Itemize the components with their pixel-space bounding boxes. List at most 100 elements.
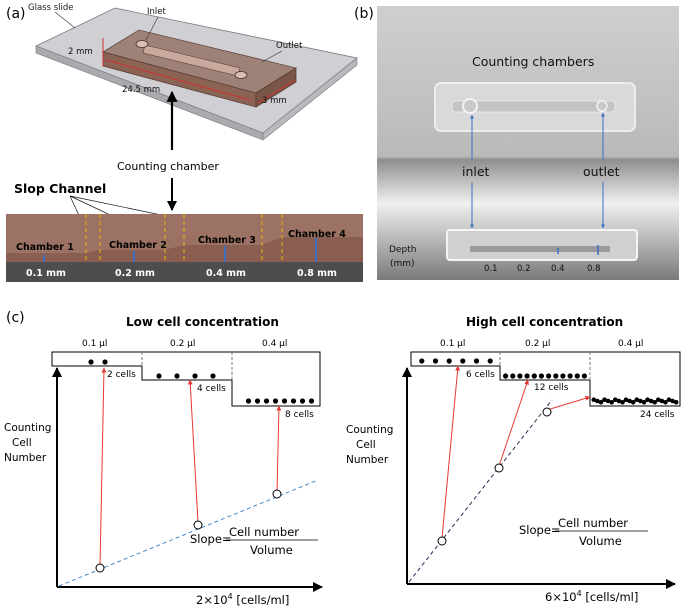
depth-4-label: 0.8 mm	[297, 268, 337, 279]
high-cell-dot	[432, 358, 439, 364]
high-volume-1: 0.1 µl	[440, 339, 465, 349]
high-cell-dot	[567, 373, 573, 379]
low-red-arrow-2	[187, 379, 199, 523]
high-cell-dot	[538, 373, 545, 379]
low-cell-dot	[210, 373, 216, 379]
low-cell-dot	[245, 398, 252, 404]
high-cell-dot	[613, 397, 618, 403]
low-count-3: 8 cells	[285, 410, 314, 420]
high-cell-dot	[605, 398, 611, 404]
high-cell-dot	[663, 400, 668, 405]
inlet-port	[135, 40, 149, 48]
outlet-label: Outlet	[276, 41, 303, 51]
panel-a: (a) Glass slide 2 mm 24.5 mm 3 mm Inlet …	[6, 3, 363, 282]
low-xlabel-base: 2×10	[196, 593, 228, 607]
high-cell-dot	[645, 397, 650, 403]
depth-label-2: (mm)	[390, 259, 415, 269]
low-slope-prefix: Slope=	[190, 532, 232, 546]
high-xlabel-exp: 4	[577, 589, 582, 598]
high-cell-dots	[419, 358, 679, 405]
high-cell-dot	[581, 373, 588, 379]
low-ylabel-1: Counting	[4, 422, 51, 434]
outlet-port	[234, 71, 248, 79]
depth-3-label: 0.4 mm	[206, 268, 246, 279]
counting-chambers-title: Counting chambers	[472, 54, 594, 69]
high-volume-2: 0.2 µl	[525, 339, 550, 349]
low-cell-dot	[263, 398, 270, 404]
chip-inlet-hole	[462, 98, 478, 114]
substrate	[6, 262, 363, 282]
inlet-label: Inlet	[147, 7, 166, 17]
high-cell-dot	[510, 373, 516, 379]
high-cell-dot	[656, 397, 661, 403]
outlet-leader	[261, 50, 283, 63]
high-point-1	[437, 536, 447, 546]
low-red-arrow-1	[99, 367, 107, 567]
high-count-3: 24 cells	[640, 410, 675, 420]
low-cell-dot	[156, 373, 162, 379]
high-red-arrow-2	[498, 379, 529, 467]
low-xlabel-exp: 4	[228, 592, 233, 601]
high-cell-dot	[652, 400, 657, 405]
high-red-arrow-1	[441, 365, 461, 539]
high-cell-dot	[595, 398, 600, 404]
high-cell-dot	[630, 400, 636, 405]
high-ylabel-2: Cell	[356, 439, 376, 451]
chamber-3-label: Chamber 3	[198, 235, 256, 246]
glass-slide-side	[262, 57, 358, 141]
high-ylabel-1: Counting	[346, 424, 393, 436]
high-cell-dot	[546, 373, 552, 379]
high-xlabel: 6×104 [cells/ml]	[545, 589, 638, 604]
high-count-2: 12 cells	[534, 383, 569, 393]
low-cell-dot	[272, 398, 279, 404]
high-cell-dot	[460, 358, 466, 364]
high-xlabel-base: 6×10	[545, 590, 577, 604]
high-cell-dot	[560, 373, 566, 379]
high-cell-dot	[473, 358, 480, 364]
chip-top-channel	[451, 100, 616, 113]
low-cell-dot	[88, 359, 94, 365]
panel-c-label: (c)	[6, 310, 25, 326]
high-cell-dot	[673, 400, 679, 405]
high-cell-dot	[638, 398, 643, 404]
photo-inlet-label: inlet	[462, 164, 490, 179]
high-cell-dot	[648, 398, 654, 404]
high-cell-dot	[446, 358, 452, 364]
photo-outlet-label: outlet	[583, 164, 620, 179]
low-cell-dots	[88, 359, 315, 404]
inlet-leader	[145, 16, 159, 41]
high-cell-dot	[602, 397, 607, 403]
high-cell-dot	[574, 373, 580, 379]
chip-side-view	[446, 229, 638, 261]
low-cell-dot	[192, 373, 198, 379]
glass-slide-label: Glass slide	[28, 3, 74, 13]
high-slope-den: Volume	[579, 534, 622, 548]
high-cell-dot	[666, 397, 672, 403]
high-cell-dot	[517, 373, 523, 379]
low-cell-dot	[308, 398, 315, 404]
low-xlabel: 2×104 [cells/ml]	[196, 592, 289, 607]
glass-slide-leader	[54, 11, 76, 29]
low-volume-1: 0.1 µl	[82, 339, 107, 349]
high-xlabel-unit: [cells/ml]	[582, 590, 639, 604]
dim-height-label: 2 mm	[68, 47, 93, 57]
photo-depth-1: 0.1	[484, 264, 498, 274]
low-cell-dot	[102, 359, 108, 365]
low-concentration: Low cell concentration 0.1 µl 0.2 µl 0.4…	[4, 315, 323, 607]
low-cell-dot	[299, 398, 306, 404]
high-slope-num: Cell number	[558, 516, 628, 530]
high-cell-dot	[670, 398, 675, 404]
high-cell-dot	[591, 397, 597, 403]
low-volume-2: 0.2 µl	[170, 339, 195, 349]
high-cell-dot	[487, 358, 493, 364]
low-point-2	[193, 520, 203, 530]
high-cell-dot	[616, 398, 622, 404]
dim-width-line	[257, 79, 296, 104]
high-cell-dot	[659, 398, 665, 404]
low-point-3	[272, 489, 282, 499]
panel-b-label: (b)	[354, 6, 374, 22]
low-slope-den: Volume	[250, 543, 293, 557]
high-count-1: 6 cells	[466, 370, 495, 380]
depth-2-label: 0.2 mm	[115, 268, 155, 279]
